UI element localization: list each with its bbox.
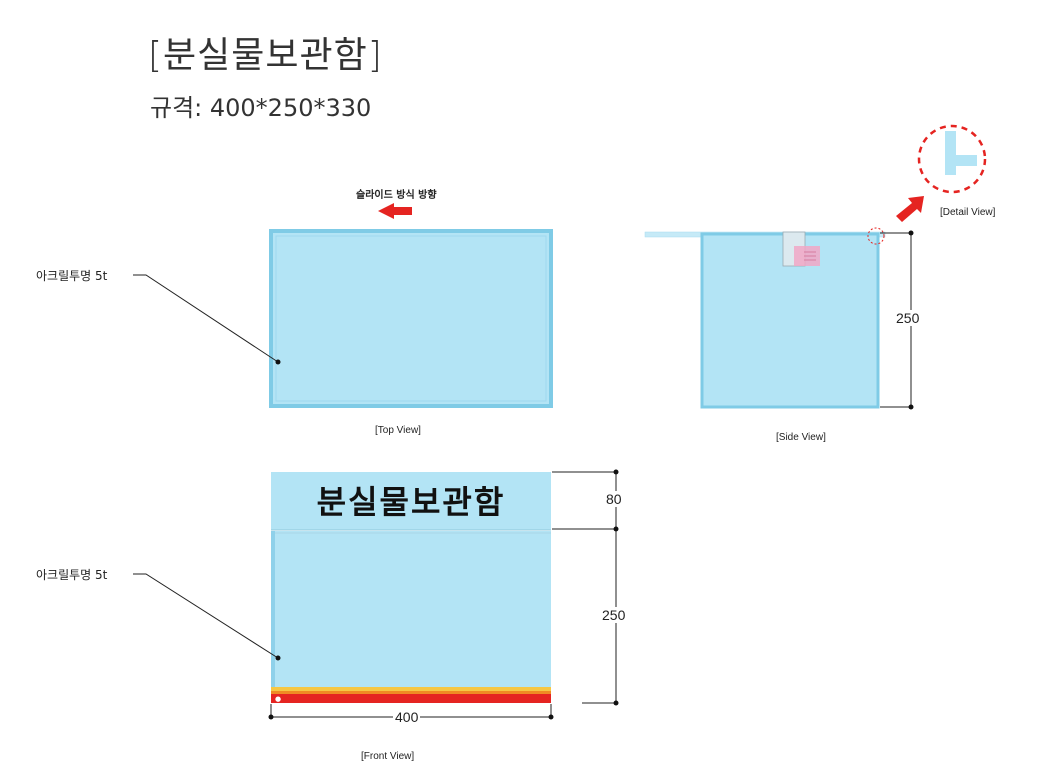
side-height-dimension: 250 — [894, 310, 922, 326]
front-body-panel — [271, 531, 551, 703]
detail-pointer-arrow — [896, 196, 924, 222]
front-view-caption: [Front View] — [361, 751, 415, 762]
detail-corner-vertical — [945, 131, 956, 175]
front-band-emblem: ● — [275, 695, 281, 703]
detail-corner-horizontal — [945, 155, 977, 166]
side-dim-dot-bottom — [908, 404, 914, 410]
front-top-dimension: 80 — [604, 491, 624, 507]
top-callout-label: 아크릴투명 5t — [36, 269, 108, 283]
front-left-edge — [271, 531, 275, 691]
top-view — [133, 203, 553, 408]
detail-view-caption: [Detail View] — [940, 207, 996, 218]
front-dim-dot-right — [548, 714, 554, 720]
top-callout-dot — [275, 359, 281, 365]
top-view-inner — [275, 235, 547, 402]
side-detail-marker — [867, 227, 885, 245]
page-title: [분실물보관함] — [148, 35, 383, 76]
front-band-yellow — [271, 687, 551, 692]
front-width-dimension: 400 — [393, 709, 421, 725]
spec-dimensions: 규격: 400*250*330 — [150, 94, 372, 122]
front-callout-label: 아크릴투명 5t — [36, 568, 108, 582]
front-header-panel — [271, 472, 551, 530]
front-band-orange — [271, 691, 551, 695]
top-view-panel — [269, 229, 553, 408]
front-dim-dot-2 — [613, 526, 619, 532]
side-dim-dot-top — [908, 230, 914, 236]
front-dim-dot-1 — [613, 469, 619, 475]
front-band-red — [271, 694, 551, 703]
top-callout-leader — [133, 274, 279, 363]
front-callout-dot — [275, 655, 281, 661]
top-view-caption: [Top View] — [375, 425, 421, 436]
side-view — [644, 227, 914, 410]
front-sign-text: 분실물보관함 — [316, 483, 506, 521]
side-view-caption: [Side View] — [776, 432, 826, 443]
front-dim-dot-left — [268, 714, 274, 720]
front-view: ● — [133, 469, 619, 720]
detail-view — [896, 124, 987, 222]
slide-direction-arrow — [378, 203, 412, 219]
slide-direction-label: 슬라이드 방식 방향 — [356, 190, 437, 201]
front-dim-dot-3 — [613, 700, 619, 706]
detail-circle — [917, 124, 987, 194]
front-callout-leader — [133, 573, 279, 659]
front-body-dimension: 250 — [600, 607, 628, 623]
